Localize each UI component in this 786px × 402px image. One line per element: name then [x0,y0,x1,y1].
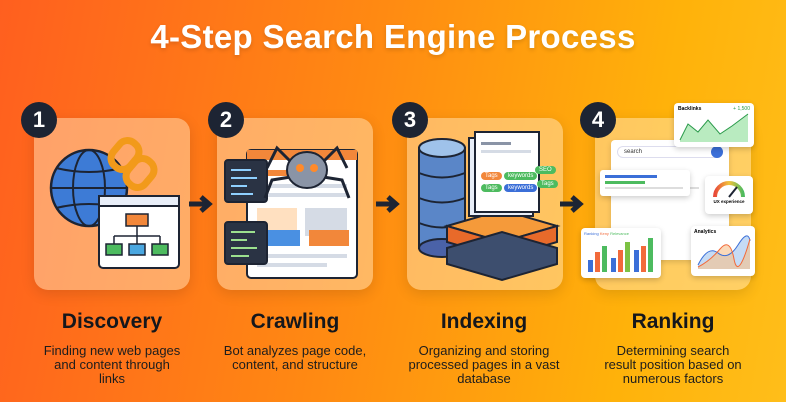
backlinks-value: + 1,500 [733,106,750,112]
step-1-card [34,118,190,290]
tag-chip: Tags [481,172,502,180]
page-title: 4-Step Search Engine Process [150,18,636,55]
search-input: search [617,146,723,158]
tag-chip: keywords [504,172,538,180]
search-text: search [624,149,643,155]
search-icon [711,146,723,158]
step-3-description: Organizing and storing processed pages i… [408,343,560,386]
analytics-card: Analytics [691,226,755,276]
step-2-badge: 2 [208,102,244,138]
step-3-badge: 3 [392,102,428,138]
legend-ranking: Ranking [584,231,599,236]
step-4-description: Determining search result position based… [604,343,742,386]
step-4-badge: 4 [580,102,616,138]
step-4-title: Ranking [631,310,715,333]
result-card [600,170,690,196]
globe-link-sitemap-illustration [49,137,180,269]
backlinks-card: Backlinks + 1,500 [674,103,754,147]
ranking-bars [588,238,653,272]
step-4-card: search Backlinks + 1,500 UX experience Ra… [581,103,755,290]
step-3-title: Indexing [440,310,528,333]
analytics-chart [697,235,751,269]
tag-chip: Tags [481,184,502,192]
arrow-right-icon [189,195,213,213]
legend-relevance: Relevance [610,231,629,236]
legend-keny: Keny [599,231,609,236]
spider-bot-webpage-illustration [224,145,358,279]
step-1-title: Discovery [61,310,163,333]
step-1-badge: 1 [21,102,57,138]
backlinks-chart [679,113,749,142]
arrow-right-icon [376,195,400,213]
step-1-description: Finding new web pages and content throug… [43,343,181,386]
step-2-card [217,118,373,290]
tag-chip: SEO [535,166,556,174]
analytics-label: Analytics [694,229,717,235]
ranking-bar-chart-card: Ranking Keny Relevance [581,228,661,278]
gauge-icon [713,181,745,198]
arrow-right-icon [560,195,584,213]
step-2-title: Crawling [250,310,340,333]
tag-chip: Tags [537,180,558,188]
tag-chip: keywords [504,184,538,192]
database-index-illustration [418,131,561,282]
backlinks-label: Backlinks [678,106,702,112]
step-2-description: Bot analyzes page code, content, and str… [223,343,367,372]
ux-gauge-card: UX experience [705,176,753,214]
ux-label: UX experience [713,199,745,204]
step-3-card: Tags keywords Tags keywords SEO Tags [407,118,563,290]
